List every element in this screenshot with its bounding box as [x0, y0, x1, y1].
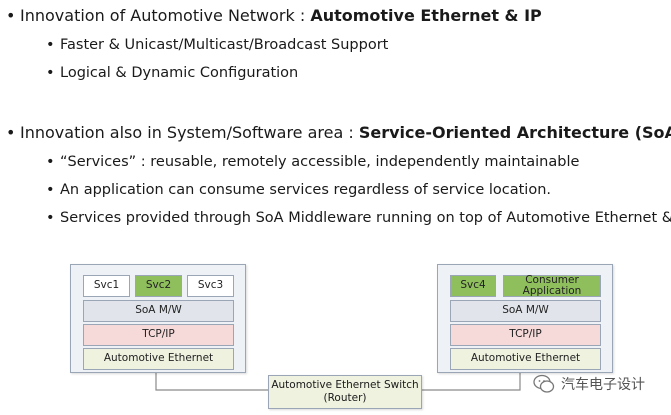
bullet-2-3: •Services provided through SoA Middlewar…	[46, 210, 671, 226]
bullet-1: •Innovation of Automotive Network : Auto…	[6, 6, 542, 25]
right-ethernet-layer: Automotive Ethernet	[450, 348, 601, 370]
bullet-2-1: •“Services” : reusable, remotely accessi…	[46, 154, 580, 170]
left-ethernet-layer: Automotive Ethernet	[83, 348, 234, 370]
bullet-2: •Innovation also in System/Software area…	[6, 123, 671, 142]
wechat-icon	[533, 374, 555, 393]
service-svc2: Svc2	[135, 275, 182, 297]
service-svc1: Svc1	[83, 275, 130, 297]
service-svc4: Svc4	[450, 275, 496, 297]
bullet-2-bold: Service-Oriented Architecture (SoA)	[358, 123, 671, 142]
right-link	[422, 372, 521, 391]
bullet-1-2: •Logical & Dynamic Configuration	[46, 65, 299, 81]
left-tcpip-layer: TCP/IP	[83, 324, 234, 346]
right-tcpip-layer: TCP/IP	[450, 324, 601, 346]
left-soa-middleware: SoA M/W	[83, 300, 234, 322]
consumer-application: Consumer Application	[503, 274, 601, 297]
ethernet-switch: Automotive Ethernet Switch (Router)	[268, 375, 422, 409]
bullet-1-1: •Faster & Unicast/Multicast/Broadcast Su…	[46, 37, 389, 53]
service-svc3: Svc3	[187, 275, 234, 297]
switch-label: Automotive Ethernet Switch	[271, 378, 419, 391]
left-link	[155, 372, 268, 391]
bullet-1-bold: Automotive Ethernet & IP	[310, 6, 542, 25]
bullet-2-2: •An application can consume services reg…	[46, 182, 552, 198]
right-soa-middleware: SoA M/W	[450, 300, 601, 322]
switch-sublabel: (Router)	[323, 392, 367, 404]
watermark: 汽车电子设计	[533, 372, 645, 396]
watermark-text: 汽车电子设计	[561, 377, 645, 393]
